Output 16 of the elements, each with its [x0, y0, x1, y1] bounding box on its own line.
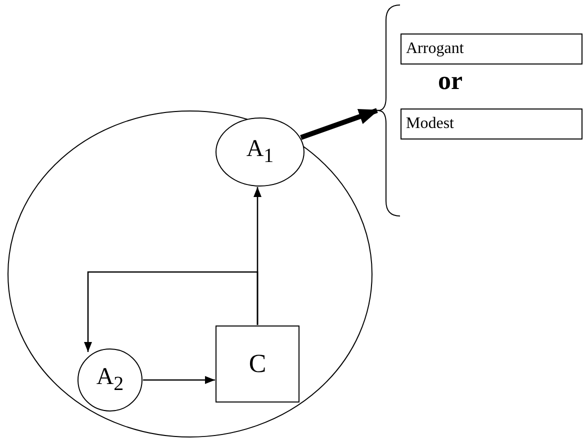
node-label: A$_{2}$ [96, 364, 124, 396]
arrow [300, 108, 379, 140]
ellipse-node [77, 348, 143, 412]
node-label: A$_{1}$ [246, 136, 274, 168]
process-box [215, 325, 300, 403]
option-label: Arrogant [405, 40, 464, 58]
process-box [400, 33, 583, 65]
node-label: C [248, 349, 266, 379]
curly-brace [377, 5, 401, 216]
arrow [84, 271, 258, 352]
option-label: Modest [405, 115, 454, 133]
process-box [400, 108, 583, 140]
connector-word: or [438, 68, 463, 94]
enclosing-circle [7, 110, 373, 438]
arrow [143, 376, 215, 384]
ellipse-node [215, 117, 305, 187]
